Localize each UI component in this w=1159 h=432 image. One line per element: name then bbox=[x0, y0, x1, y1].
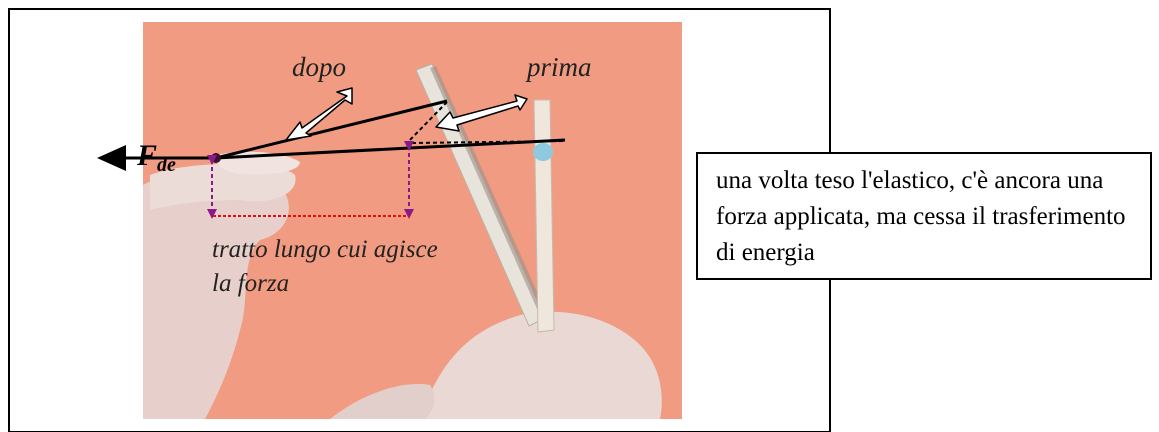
after-label: dopo bbox=[292, 52, 346, 83]
force-label-main: F bbox=[137, 139, 157, 172]
distance-label: tratto lungo cui agisce la forza bbox=[212, 233, 442, 301]
before-label: prima bbox=[527, 52, 592, 83]
elastic-knot bbox=[533, 143, 553, 161]
force-label: Fde bbox=[137, 139, 176, 173]
slingshot-photo bbox=[143, 22, 682, 419]
slingshot-stick bbox=[534, 100, 554, 332]
note-text: una volta teso l'elastico, c'è ancora un… bbox=[716, 163, 1146, 271]
note-box: una volta teso l'elastico, c'è ancora un… bbox=[696, 152, 1152, 280]
force-label-subscript: de bbox=[157, 154, 176, 176]
